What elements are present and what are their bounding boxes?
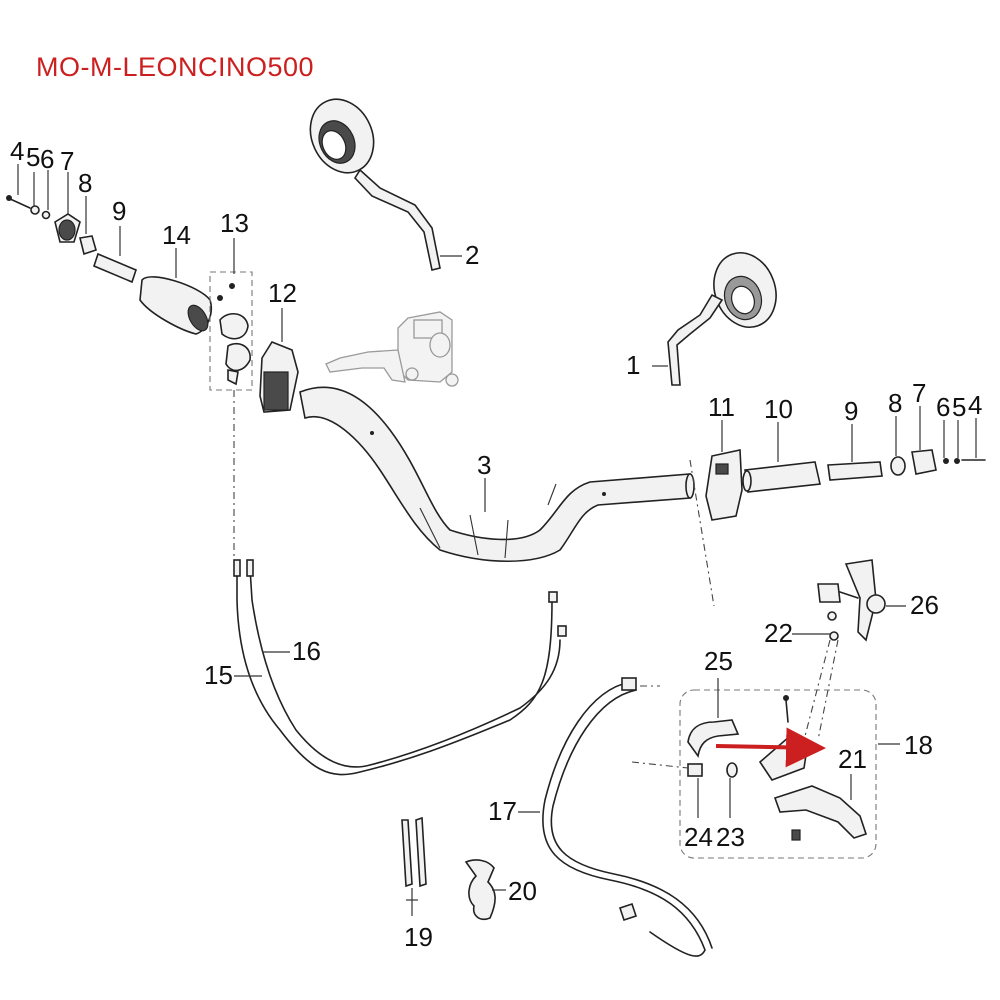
right-grip-assembly	[689, 449, 986, 607]
clutch-lever-assembly	[631, 611, 877, 859]
red-highlight-arrow	[715, 727, 826, 768]
callout-23: 23	[716, 822, 745, 852]
callout-8-right: 8	[888, 388, 902, 418]
callout-8-left: 8	[78, 168, 92, 198]
diagram-title: MO-M-LEONCINO500	[36, 52, 315, 82]
callout-24: 24	[684, 822, 713, 852]
callout-9-right: 9	[844, 396, 858, 426]
cable-ties	[401, 816, 496, 921]
callout-18: 18	[904, 730, 933, 760]
callout-12: 12	[268, 278, 297, 308]
left-mirror	[309, 98, 441, 271]
callout-5-left: 5	[26, 142, 40, 172]
clutch-cable	[542, 677, 713, 957]
callout-21: 21	[838, 744, 867, 774]
callout-14: 14	[162, 220, 191, 250]
callout-numbers: 2 1 3 4 5 6 7 8 9 14 13 12 11 10 9 8 7 6…	[10, 136, 982, 952]
callout-20: 20	[508, 876, 537, 906]
brake-master-cylinder-ghost	[325, 311, 459, 387]
callout-1: 1	[626, 350, 640, 380]
callout-7-left: 7	[60, 146, 74, 176]
callout-17: 17	[488, 796, 517, 826]
callout-9-left: 9	[112, 196, 126, 226]
right-mirror	[667, 252, 777, 386]
throttle-cables	[233, 559, 567, 776]
handlebar	[299, 386, 695, 563]
callout-4-right: 4	[968, 390, 982, 420]
callout-19: 19	[404, 922, 433, 952]
left-grip-assembly	[6, 195, 212, 335]
callout-22: 22	[764, 618, 793, 648]
callout-13: 13	[220, 208, 249, 238]
leader-lines	[17, 164, 977, 916]
callout-25: 25	[704, 646, 733, 676]
callout-6-right: 6	[936, 392, 950, 422]
callout-4-left: 4	[10, 136, 24, 166]
callout-16: 16	[292, 636, 321, 666]
callout-26: 26	[910, 590, 939, 620]
callout-3: 3	[477, 450, 491, 480]
callout-7-right: 7	[912, 378, 926, 408]
callout-6-left: 6	[40, 144, 54, 174]
callout-15: 15	[204, 660, 233, 690]
callout-11: 11	[708, 392, 735, 422]
clutch-switch	[817, 559, 886, 642]
left-switch-assembly	[209, 271, 299, 560]
callout-2: 2	[465, 240, 479, 270]
callout-5-right: 5	[952, 392, 966, 422]
callout-10: 10	[764, 394, 793, 424]
